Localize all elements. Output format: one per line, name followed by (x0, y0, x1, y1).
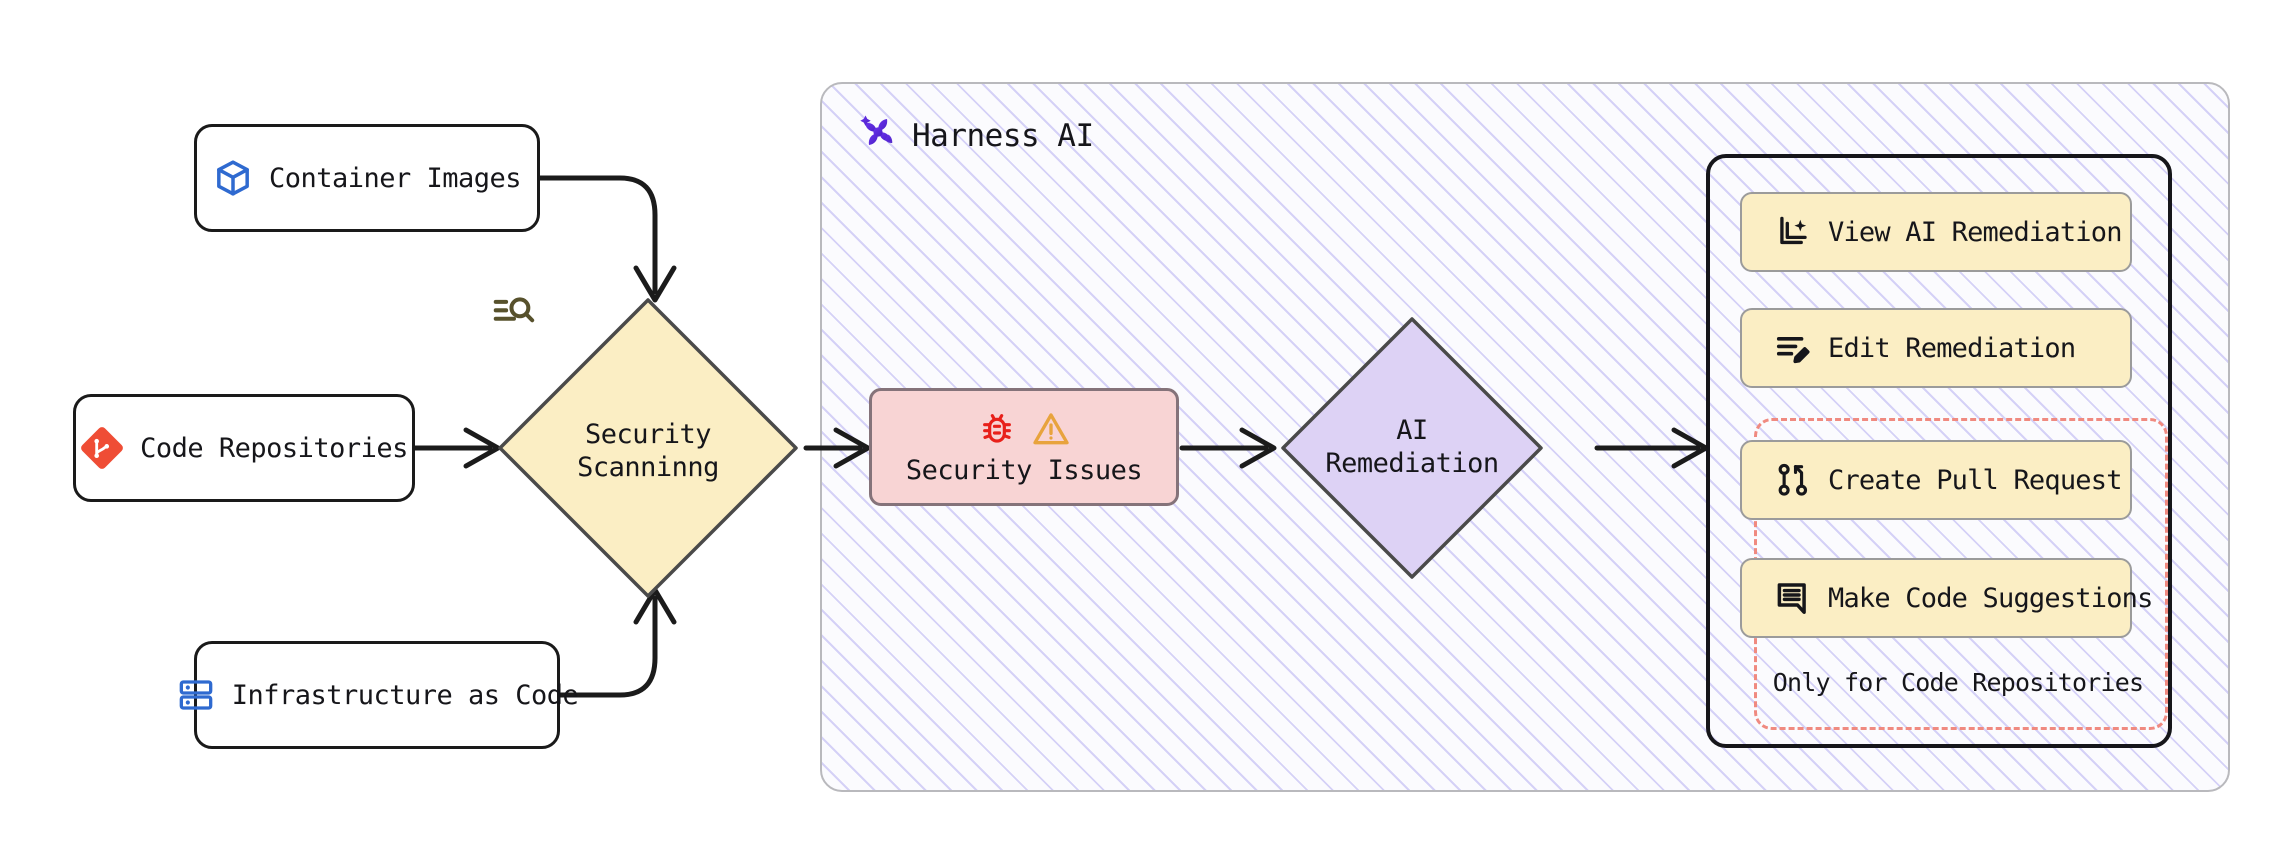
action-make-code-suggestions[interactable]: Make Code Suggestions (1740, 558, 2153, 638)
action-label: Make Code Suggestions (1828, 582, 2153, 614)
source-node-label: Container Images (268, 162, 522, 194)
list-pencil-icon (1774, 329, 1812, 367)
process-node-security-scanning[interactable]: Security Scanninng (490, 290, 806, 606)
process-node-ai-remediation[interactable]: AI Remediation (1274, 310, 1550, 586)
git-icon (80, 426, 124, 470)
edge-container-images-to-scanning (537, 175, 658, 295)
code-repositories-only-caption: Only for Code Repositories (1772, 668, 2144, 697)
harness-ai-title: Harness AI (858, 112, 1094, 160)
harness-ai-title-text: Harness AI (912, 118, 1094, 154)
comment-lines-icon (1774, 579, 1812, 617)
ai-sparkle-frame-icon (1774, 213, 1812, 251)
source-node-code-repositories[interactable]: Code Repositories (73, 394, 415, 502)
security-issues-label: Security Issues (905, 454, 1143, 486)
action-edit-remediation[interactable]: Edit Remediation (1740, 308, 2132, 388)
source-node-infrastructure-as-code[interactable]: Infrastructure as Code (179, 641, 579, 749)
source-node-label: Code Repositories (140, 432, 408, 464)
security-issues-node[interactable]: Security Issues (869, 388, 1179, 506)
action-label: Create Pull Request (1828, 464, 2122, 496)
harness-pinwheel-logo (858, 112, 898, 160)
action-label: Edit Remediation (1828, 332, 2076, 364)
warning-triangle-icon (1031, 409, 1071, 453)
action-label: View AI Remediation (1828, 216, 2122, 248)
server-icon (176, 675, 216, 715)
source-node-label: Infrastructure as Code (231, 679, 579, 711)
action-create-pull-request[interactable]: Create Pull Request (1740, 440, 2132, 520)
git-pull-request-icon (1774, 461, 1812, 499)
cube-icon (213, 158, 253, 198)
bug-icon (977, 409, 1017, 453)
action-view-ai-remediation[interactable]: View AI Remediation (1740, 192, 2132, 272)
source-node-container-images[interactable]: Container Images (194, 124, 540, 232)
